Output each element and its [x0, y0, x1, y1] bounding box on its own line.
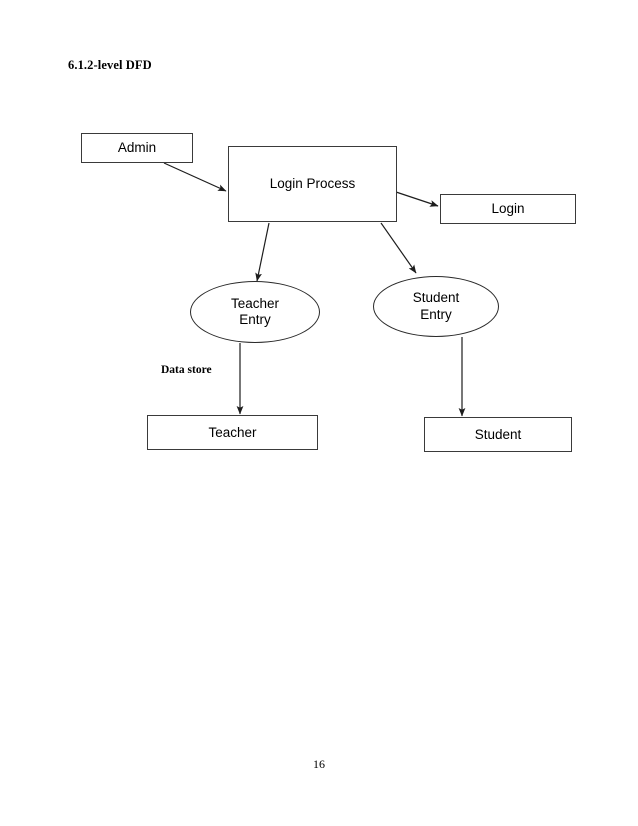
- node-teacher-entry[interactable]: Teacher Entry: [190, 281, 320, 343]
- node-admin[interactable]: Admin: [81, 133, 193, 163]
- node-teacher-datastore[interactable]: Teacher: [147, 415, 318, 450]
- page-number: 16: [313, 757, 325, 771]
- edge-admin-to-login-process: [163, 162, 227, 192]
- edge-login-process-to-student-entry: [380, 222, 417, 274]
- node-login-process[interactable]: Login Process: [228, 146, 397, 222]
- page-heading: 6.1.2-level DFD: [68, 58, 152, 72]
- edge-login-process-to-teacher-entry: [255, 222, 270, 282]
- node-student-entry[interactable]: Student Entry: [373, 276, 499, 337]
- node-login[interactable]: Login: [440, 194, 576, 224]
- data-store-annotation: Data store: [161, 364, 212, 376]
- node-student-datastore[interactable]: Student: [424, 417, 572, 452]
